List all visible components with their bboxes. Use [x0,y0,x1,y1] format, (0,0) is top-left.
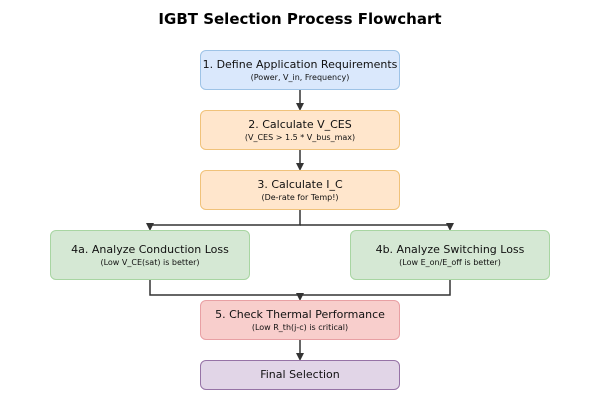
node-thermal-performance-sub: (Low R_th(j-c) is critical) [251,322,349,332]
node-switching-loss-label: 4b. Analyze Switching Loss [375,242,525,256]
node-calculate-vces-label: 2. Calculate V_CES [248,117,352,131]
node-define-requirements-sub: (Power, V_in, Frequency) [250,72,350,82]
node-final-selection-label: Final Selection [260,368,340,381]
node-calculate-ic-sub: (De-rate for Temp!) [261,192,339,202]
node-define-requirements: 1. Define Application Requirements (Powe… [200,50,400,90]
node-define-requirements-label: 1. Define Application Requirements [202,57,398,71]
node-conduction-loss: 4a. Analyze Conduction Loss (Low V_CE(sa… [50,230,250,280]
node-conduction-loss-label: 4a. Analyze Conduction Loss [71,242,229,256]
node-calculate-ic: 3. Calculate I_C (De-rate for Temp!) [200,170,400,210]
connector-ic-to-switching [300,223,454,231]
node-calculate-vces: 2. Calculate V_CES (V_CES > 1.5 * V_bus_… [200,110,400,150]
node-calculate-vces-sub: (V_CES > 1.5 * V_bus_max) [244,132,356,142]
node-calculate-ic-label: 3. Calculate I_C [257,177,343,191]
connector-conduction-to-thermal [149,280,304,301]
node-conduction-loss-sub: (Low V_CE(sat) is better) [100,257,200,267]
connector-switching-to-thermal [300,280,451,296]
node-switching-loss-sub: (Low E_on/E_off is better) [399,257,501,267]
diagram-title: IGBT Selection Process Flowchart [158,10,442,28]
node-thermal-performance: 5. Check Thermal Performance (Low R_th(j… [200,300,400,340]
node-final-selection: Final Selection [200,360,400,390]
connector-ic-to-conduction [146,210,301,231]
node-thermal-performance-label: 5. Check Thermal Performance [215,307,385,321]
node-switching-loss: 4b. Analyze Switching Loss (Low E_on/E_o… [350,230,550,280]
